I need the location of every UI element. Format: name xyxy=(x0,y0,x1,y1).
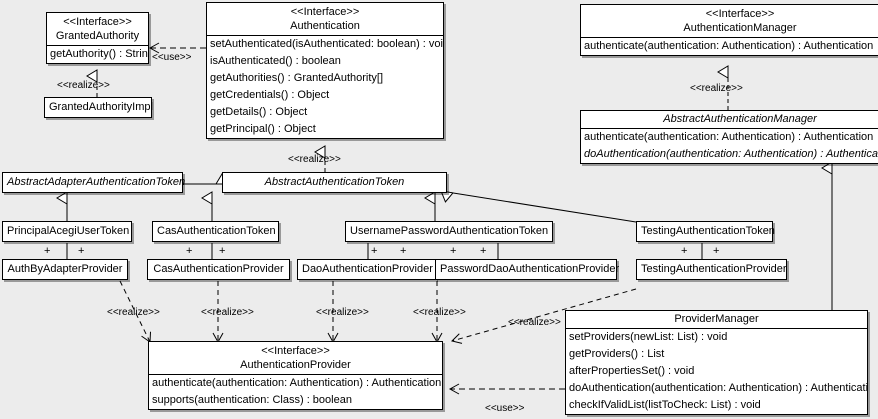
assoc-plus-userpass-1: + xyxy=(371,245,378,257)
class-name-auth-by-adapter-provider: AuthByAdapterProvider xyxy=(7,263,123,275)
stereotype-label: <<Interface>> xyxy=(261,345,330,357)
class-header-authentication-manager: <<Interface>> AuthenticationManager xyxy=(581,5,878,37)
class-box-authentication[interactable]: <<Interface>> Authentication setAuthenti… xyxy=(206,2,444,139)
method-get-principal: getPrincipal() : Object xyxy=(210,123,316,135)
class-box-username-password-authentication-token[interactable]: UsernamePasswordAuthenticationToken xyxy=(345,221,553,242)
class-name-testing-authentication-token: TestingAuthenticationToken xyxy=(641,225,775,237)
class-name-abstract-adapter-authentication-token: AbstractAdapterAuthenticationToken xyxy=(7,176,186,188)
assoc-plus-testing-right: + xyxy=(713,245,720,257)
class-box-abstract-authentication-token[interactable]: AbstractAuthenticationToken xyxy=(222,172,447,193)
edge-label-realize-cas-authentication-provider: <<realize>> xyxy=(201,307,254,318)
class-name-abstract-authentication-token: AbstractAuthenticationToken xyxy=(264,176,405,188)
assoc-plus-cas-left: + xyxy=(186,245,193,257)
edge-label-realize-testing-authentication-provider: <<realize>> xyxy=(508,317,561,328)
edge-label-realize-dao-authentication-provider: <<realize>> xyxy=(316,307,369,318)
class-name-cas-authentication-token: CasAuthenticationToken xyxy=(157,225,276,237)
assoc-plus-principal-right: + xyxy=(78,245,85,257)
class-name-label: Authentication xyxy=(290,20,360,32)
class-name-provider-manager: ProviderManager xyxy=(674,313,759,325)
assoc-plus-testing-left: + xyxy=(681,245,688,257)
method-get-authorities: getAuthorities() : GrantedAuthority[] xyxy=(210,72,384,84)
assoc-plus-userpass-4: + xyxy=(480,245,487,257)
methods-compartment-granted-authority: getAuthority() : String xyxy=(47,45,148,63)
assoc-plus-cas-right: + xyxy=(219,245,226,257)
method-supports: supports(authentication: Class) : boolea… xyxy=(152,394,352,406)
method-set-providers: setProviders(newList: List) : void xyxy=(569,331,728,343)
class-box-password-dao-authentication-provider[interactable]: PasswordDaoAuthenticationProvider xyxy=(435,259,620,280)
class-box-authentication-provider[interactable]: <<Interface>> AuthenticationProvider aut… xyxy=(148,341,443,410)
method-authenticate: authenticate(authentication: Authenticat… xyxy=(584,131,874,143)
class-name-username-password-authentication-token: UsernamePasswordAuthenticationToken xyxy=(350,225,549,237)
edge-label-use-authentication-granted-authority: <<use>> xyxy=(152,52,192,63)
stereotype-label: <<Interface>> xyxy=(705,8,775,20)
class-box-abstract-adapter-authentication-token[interactable]: AbstractAdapterAuthenticationToken xyxy=(2,172,186,193)
class-box-provider-manager[interactable]: ProviderManager setProviders(newList: Li… xyxy=(565,310,868,415)
class-name-principal-acegi-user-token: PrincipalAcegiUserToken xyxy=(7,225,130,237)
class-box-granted-authority-impl[interactable]: GrantedAuthorityImpl xyxy=(44,97,153,118)
method-authenticate: authenticate(authentication: Authenticat… xyxy=(584,40,874,52)
class-box-testing-authentication-token[interactable]: TestingAuthenticationToken xyxy=(636,221,775,242)
method-authenticate: authenticate(authentication: Authenticat… xyxy=(152,377,442,389)
assoc-plus-userpass-2: + xyxy=(400,245,407,257)
method-set-authenticated: setAuthenticated(isAuthenticated: boolea… xyxy=(210,38,443,50)
edge-label-realize-abstract-authentication-manager: <<realize>> xyxy=(690,83,743,94)
class-box-principal-acegi-user-token[interactable]: PrincipalAcegiUserToken xyxy=(2,221,132,242)
method-is-authenticated: isAuthenticated() : boolean xyxy=(210,55,341,67)
method-get-details: getDetails() : Object xyxy=(210,106,308,118)
edge-label-realize-granted-authority-impl: <<realize>> xyxy=(57,80,110,91)
stereotype-label: <<Interface>> xyxy=(290,6,360,18)
edge-label-use-provider-manager: <<use>> xyxy=(485,403,525,414)
method-get-credentials: getCredentials() : Object xyxy=(210,89,330,101)
assoc-plus-principal-left: + xyxy=(44,245,51,257)
method-do-authentication: doAuthentication(authentication: Authent… xyxy=(569,382,867,394)
class-box-authentication-manager[interactable]: <<Interface>> AuthenticationManager auth… xyxy=(580,4,878,56)
class-name-password-dao-authentication-provider: PasswordDaoAuthenticationProvider xyxy=(440,263,620,275)
class-name-label: AuthenticationProvider xyxy=(240,359,351,371)
methods-compartment-provider-manager: setProviders(newList: List) : void getPr… xyxy=(566,328,867,414)
class-box-cas-authentication-provider[interactable]: CasAuthenticationProvider xyxy=(147,259,290,280)
method-get-authority: getAuthority() : String xyxy=(50,48,148,60)
class-box-testing-authentication-provider[interactable]: TestingAuthenticationProvider xyxy=(636,259,787,280)
class-box-dao-authentication-provider[interactable]: DaoAuthenticationProvider xyxy=(297,259,436,280)
method-check-if-valid-list: checkIfValidList(listToCheck: List) : vo… xyxy=(569,399,761,411)
class-box-cas-authentication-token[interactable]: CasAuthenticationToken xyxy=(152,221,279,242)
edge-label-realize-auth-by-adapter-provider: <<realize>> xyxy=(107,307,160,318)
class-box-abstract-authentication-manager[interactable]: AbstractAuthenticationManager authentica… xyxy=(580,110,878,164)
edge-generalize-testing-authentication-token xyxy=(440,190,637,223)
methods-compartment-authentication: setAuthenticated(isAuthenticated: boolea… xyxy=(207,35,443,138)
class-name-abstract-authentication-manager: AbstractAuthenticationManager xyxy=(663,113,817,125)
stereotype-label: <<Interface>> xyxy=(63,16,132,28)
methods-compartment-abstract-authentication-manager: authenticate(authentication: Authenticat… xyxy=(581,128,878,163)
edge-label-realize-abstract-authentication-token: <<realize>> xyxy=(288,154,341,165)
assoc-plus-userpass-3: + xyxy=(450,245,457,257)
class-header-granted-authority: <<Interface>> GrantedAuthority xyxy=(47,13,148,45)
method-do-authentication: doAuthentication(authentication: Authent… xyxy=(584,148,878,160)
class-header-authentication: <<Interface>> Authentication xyxy=(207,3,443,35)
method-after-properties-set: afterPropertiesSet() : void xyxy=(569,365,695,377)
class-header-authentication-provider: <<Interface>> AuthenticationProvider xyxy=(149,342,442,374)
edge-label-realize-password-dao-authentication-provider: <<realize>> xyxy=(413,307,466,318)
methods-compartment-authentication-provider: authenticate(authentication: Authenticat… xyxy=(149,374,442,409)
class-box-granted-authority[interactable]: <<Interface>> GrantedAuthority getAuthor… xyxy=(46,12,149,64)
class-name-granted-authority-impl: GrantedAuthorityImpl xyxy=(49,101,153,113)
class-name-testing-authentication-provider: TestingAuthenticationProvider xyxy=(641,263,787,275)
class-box-auth-by-adapter-provider[interactable]: AuthByAdapterProvider xyxy=(2,259,128,280)
class-name-cas-authentication-provider: CasAuthenticationProvider xyxy=(153,263,284,275)
class-name-label: AuthenticationManager xyxy=(683,22,797,34)
class-name-label: GrantedAuthority xyxy=(55,30,140,42)
method-get-providers: getProviders() : List xyxy=(569,348,665,360)
class-name-dao-authentication-provider: DaoAuthenticationProvider xyxy=(302,263,433,275)
methods-compartment-authentication-manager: authenticate(authentication: Authenticat… xyxy=(581,37,878,55)
